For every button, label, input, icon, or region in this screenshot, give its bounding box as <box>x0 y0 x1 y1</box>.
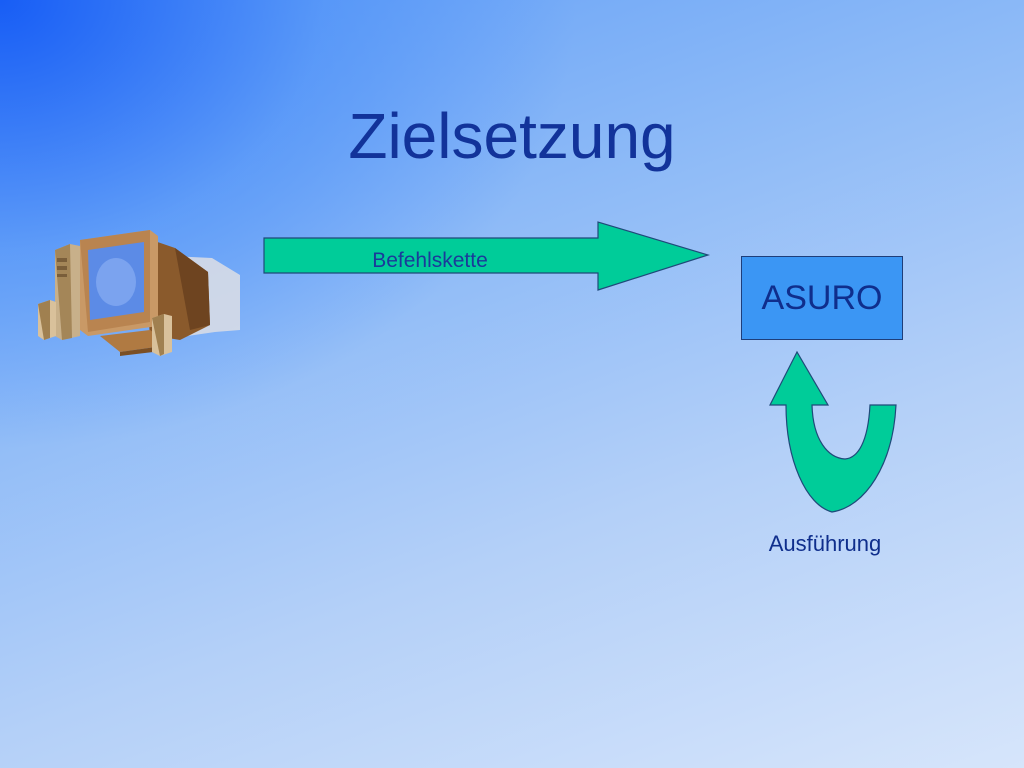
asuro-label: ASURO <box>761 278 883 317</box>
computer-icon <box>38 230 240 356</box>
execution-label: Ausführung <box>768 531 882 556</box>
slide-title: Zielsetzung <box>348 100 676 172</box>
asuro-box: ASURO <box>741 256 903 340</box>
command-arrow-label: Befehlskette <box>372 249 488 272</box>
